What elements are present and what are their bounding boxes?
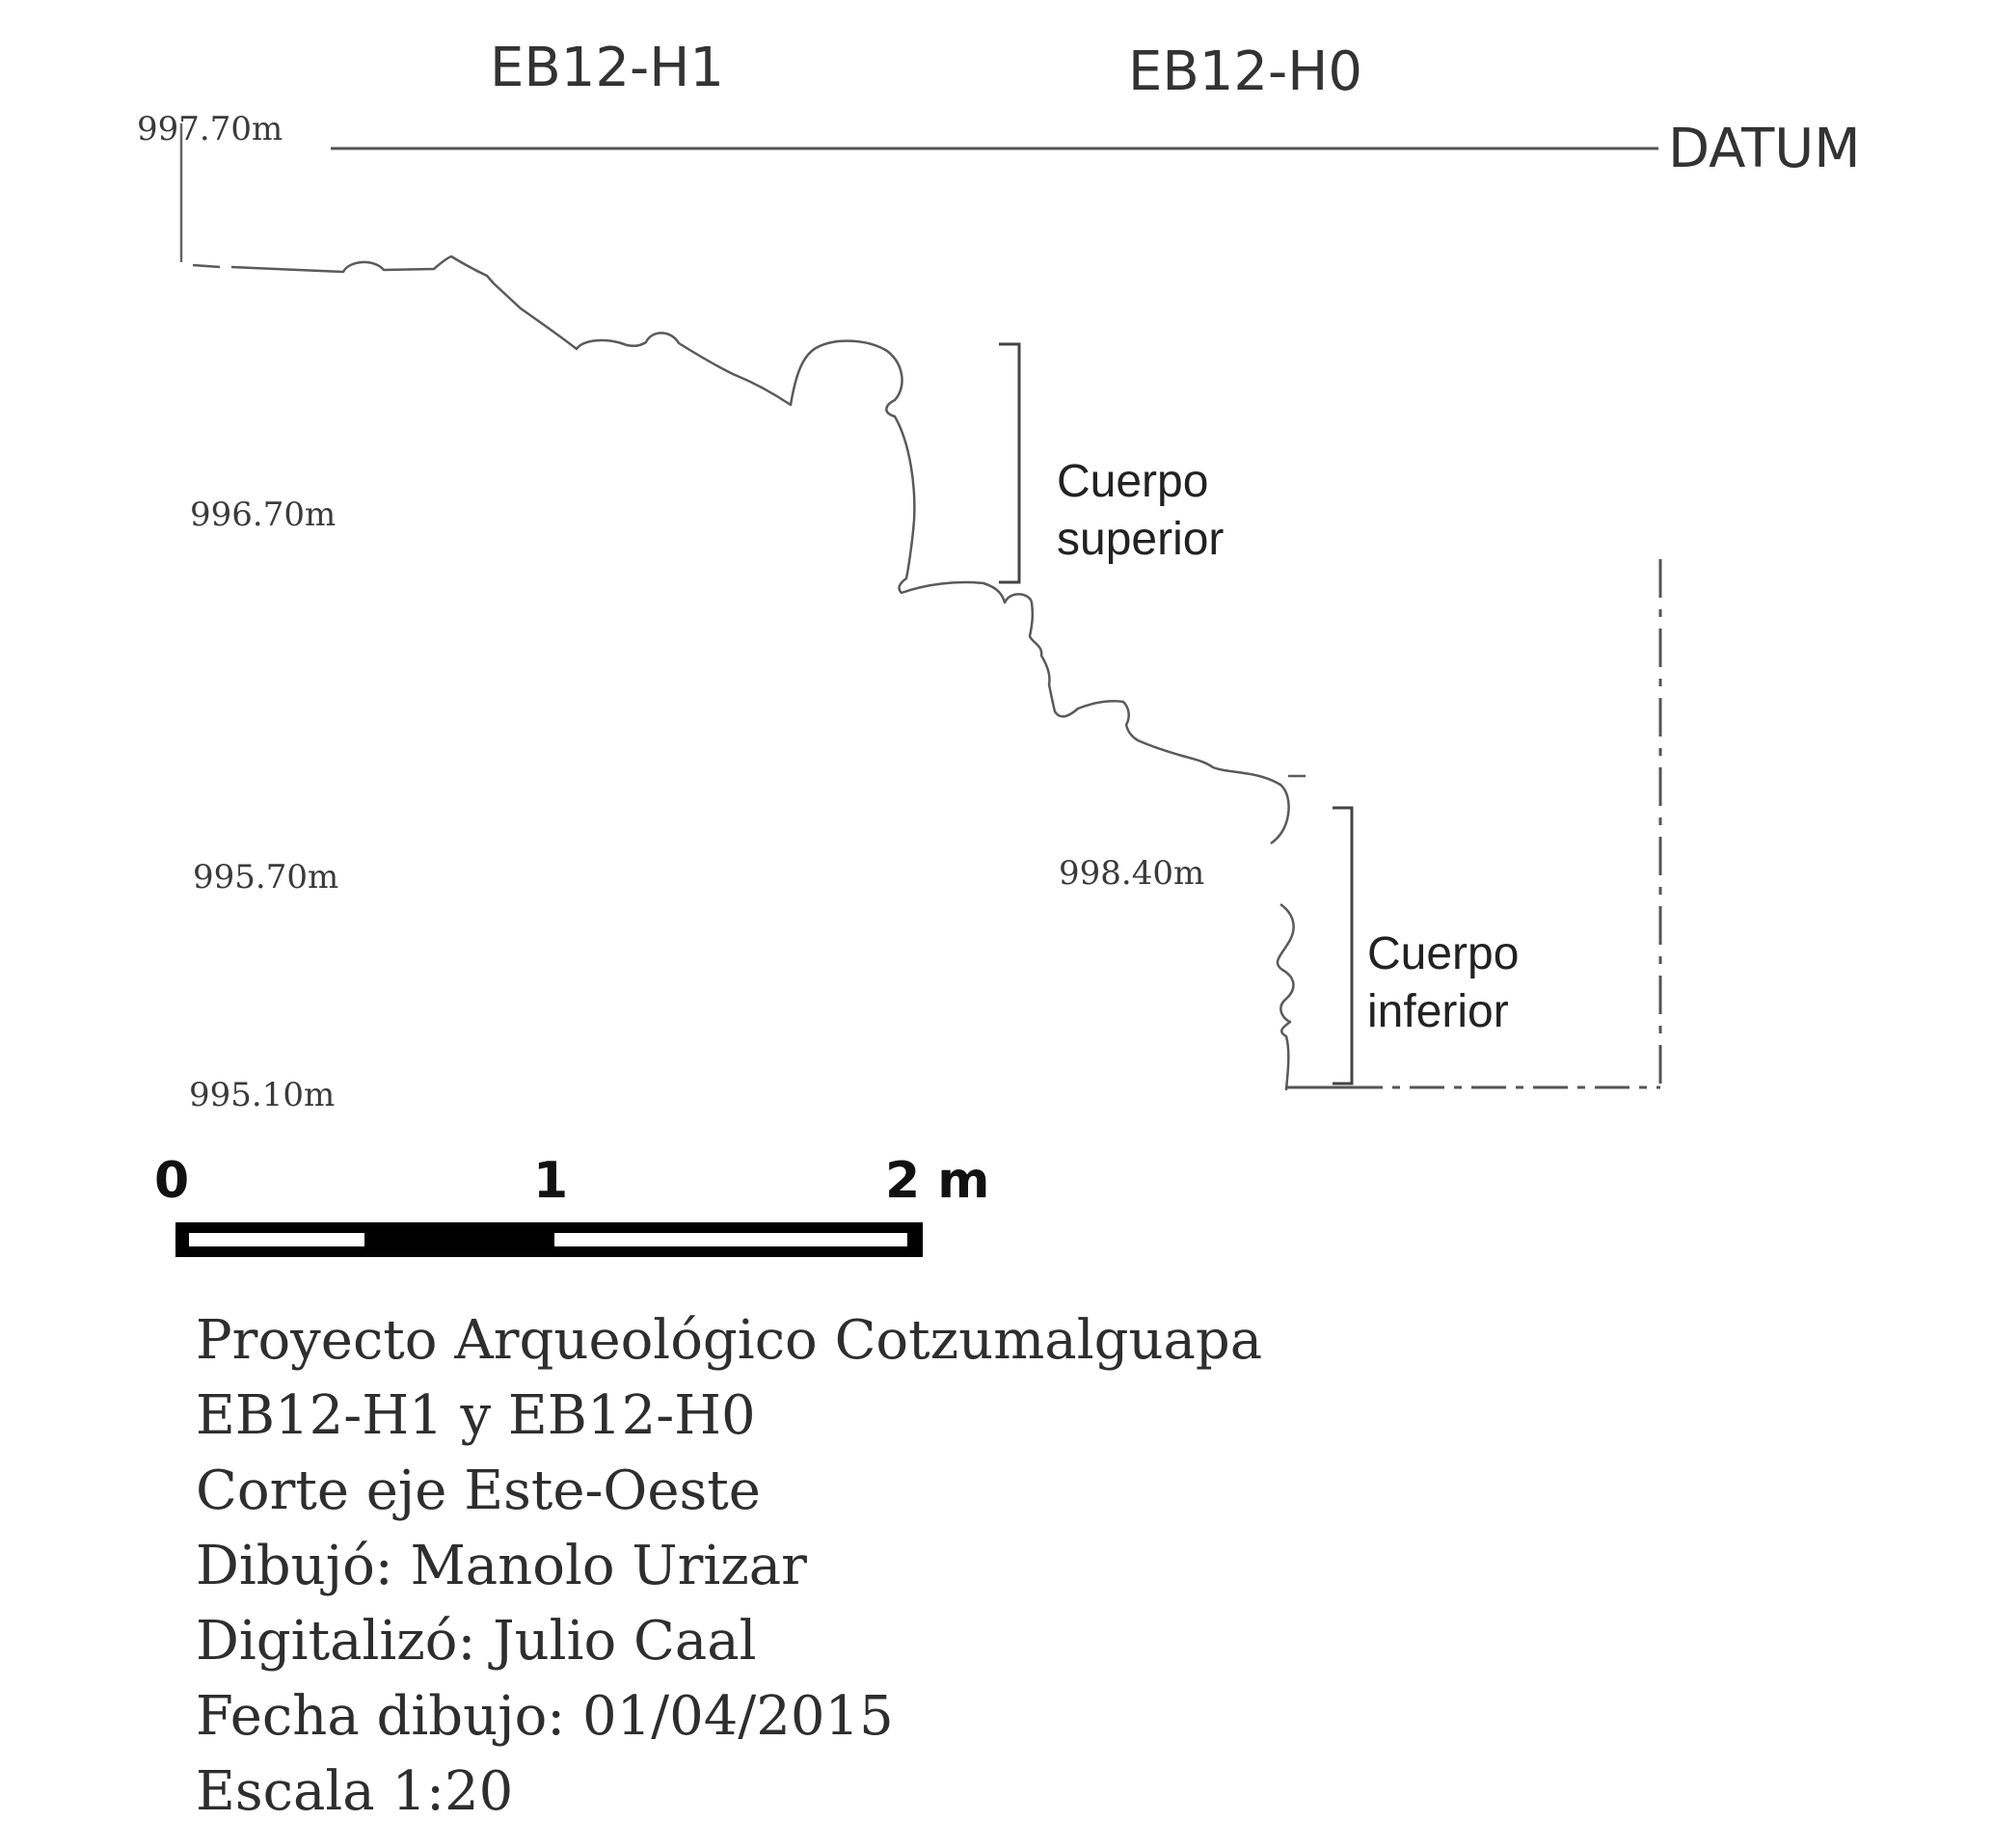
scale-bar-white-seg-2 — [554, 1233, 907, 1246]
lower-body-label: Cuerpo inferior — [1367, 925, 1519, 1041]
lower-body-label-line2: inferior — [1367, 986, 1509, 1037]
caption-section: Corte eje Este-Oeste — [196, 1460, 761, 1522]
scale-tick-2m: 2 m — [885, 1152, 990, 1210]
caption-scale: Escala 1:20 — [196, 1760, 514, 1823]
lower-body-label-line1: Cuerpo — [1367, 928, 1520, 979]
caption-units: EB12-H1 y EB12-H0 — [196, 1384, 756, 1447]
section-label-h0: EB12-H0 — [1128, 40, 1363, 103]
elevation-datum: 997.70m — [137, 110, 283, 148]
elevation-996-70: 996.70m — [190, 495, 337, 534]
lower-body-wall — [1276, 902, 1295, 1091]
profile-line — [192, 254, 1290, 845]
section-label-h1: EB12-H1 — [490, 37, 725, 99]
scale-bar — [175, 1222, 923, 1257]
caption-digitized-by: Digitalizó: Julio Caal — [196, 1610, 757, 1673]
caption-drawn-by: Dibujó: Manolo Urizar — [196, 1535, 807, 1597]
upper-body-label-line2: superior — [1057, 514, 1225, 565]
datum-label: DATUM — [1668, 118, 1861, 180]
lower-body-bracket — [1333, 806, 1354, 1085]
scale-tick-0: 0 — [154, 1152, 190, 1210]
elevation-995-70: 995.70m — [193, 858, 339, 897]
caption-project: Proyecto Arqueológico Cotzumalguapa — [196, 1309, 1263, 1372]
elevation-998-40: 998.40m — [1059, 854, 1205, 893]
upper-body-label: Cuerpo superior — [1057, 453, 1224, 569]
upper-body-label-line1: Cuerpo — [1057, 456, 1209, 507]
scale-bar-white-seg-1 — [189, 1233, 364, 1246]
elevation-995-10: 995.10m — [189, 1076, 336, 1114]
caption-date: Fecha dibujo: 01/04/2015 — [196, 1685, 894, 1748]
upper-body-bracket — [999, 342, 1021, 584]
scale-tick-1: 1 — [533, 1152, 569, 1210]
caption-block: Proyecto Arqueológico Cotzumalguapa EB12… — [196, 1303, 1262, 1830]
